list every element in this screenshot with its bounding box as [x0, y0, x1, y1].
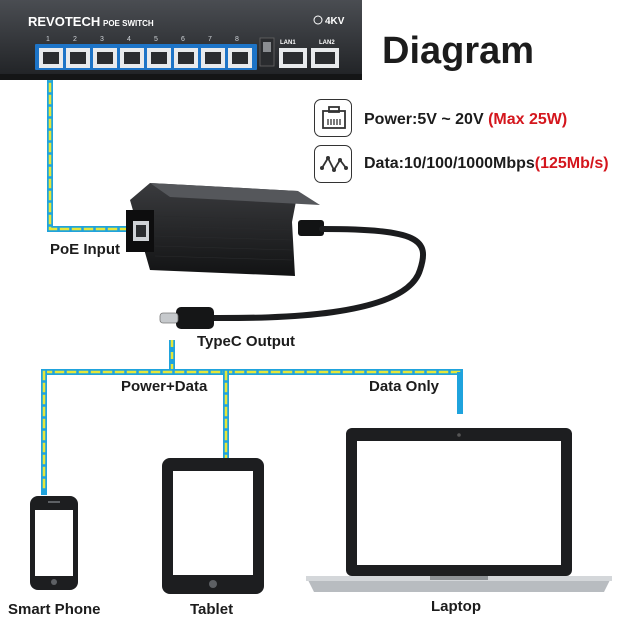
spec-data-highlight: (125Mb/s)	[534, 155, 609, 172]
svg-text:6: 6	[181, 36, 185, 43]
tablet	[162, 458, 264, 594]
data-signal-icon	[314, 145, 352, 183]
ethernet-port-icon	[314, 99, 352, 137]
svg-text:5: 5	[154, 36, 158, 43]
smart-phone-label: Smart Phone	[8, 601, 101, 618]
poe-input-cable	[47, 69, 131, 232]
typec-cable-cord	[207, 226, 426, 322]
laptop-label: Laptop	[431, 598, 481, 615]
switch-poe-ports	[39, 48, 252, 68]
poe-splitter-adapter	[126, 183, 324, 276]
spec-data: Data:10/100/1000Mbps(125Mb/s)	[364, 155, 609, 173]
typec-output-label: TypeC Output	[197, 333, 296, 350]
svg-text:8: 8	[235, 36, 239, 43]
spec-power-highlight: (Max 25W)	[488, 111, 568, 128]
poe-switch: REVOTECH POE SWITCH 4KV 1 2 3 4 5 6 7 8 LAN1 L…	[0, 0, 362, 80]
data-only-label: Data Only	[369, 378, 440, 395]
spec-data-text: Data:10/100/1000Mbps	[364, 155, 535, 172]
smart-phone	[30, 496, 78, 590]
switch-brand: REVOTECH	[28, 14, 100, 29]
svg-text:4: 4	[127, 36, 131, 43]
power-data-branch	[41, 369, 463, 495]
svg-text:3: 3	[100, 36, 104, 43]
poe-input-label: PoE Input	[50, 241, 120, 258]
svg-text:1: 1	[46, 36, 50, 43]
switch-model: POE SWITCH	[103, 19, 154, 28]
switch-lan2-label: LAN2	[319, 40, 335, 46]
svg-text:7: 7	[208, 36, 212, 43]
tablet-label: Tablet	[190, 601, 234, 618]
power-data-label: Power+Data	[121, 378, 208, 395]
switch-badge: 4KV	[325, 16, 345, 27]
switch-lan1-label: LAN1	[280, 40, 296, 46]
diagram-title: Diagram	[382, 30, 535, 72]
laptop	[306, 428, 612, 592]
svg-text:2: 2	[73, 36, 77, 43]
spec-power: Power:5V ~ 20V (Max 25W)	[364, 111, 567, 129]
typec-plug	[159, 307, 214, 329]
spec-power-text: Power:5V ~ 20V	[364, 111, 484, 128]
